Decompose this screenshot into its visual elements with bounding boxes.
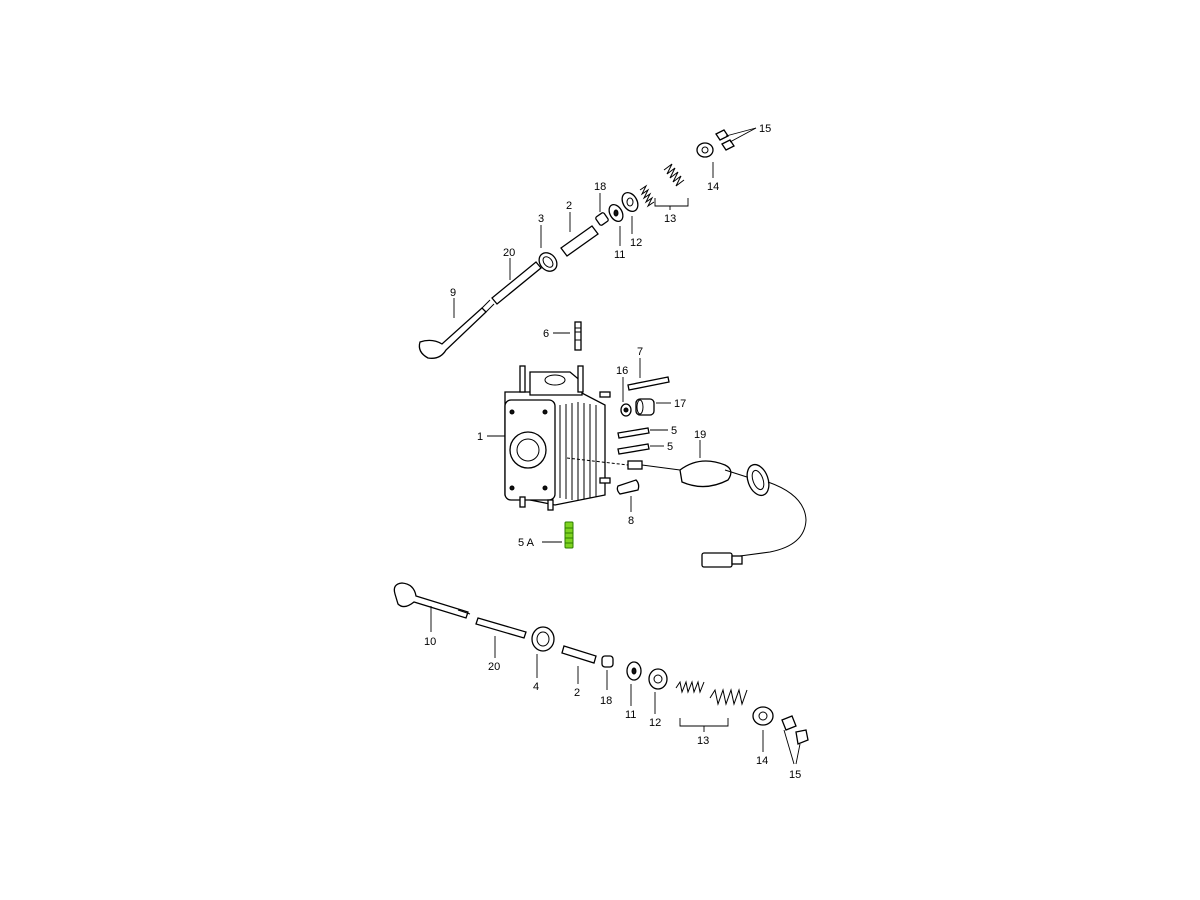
callout-labels: 9 20 3 2 18 11 12 13 14 15 6 1 7 16 17 5… [424,123,801,781]
callout-5A: 5 A [518,537,535,549]
callout-19: 19 [694,429,706,441]
part-retainer-14-bottom[interactable] [752,706,774,726]
callout-2-top: 2 [566,200,572,212]
part-retainer-14-top[interactable] [696,142,714,158]
part-springs-13-top[interactable] [639,163,685,208]
part-springs-13-bottom[interactable] [675,680,748,706]
callout-12-top: 12 [630,237,642,249]
part-stud-6[interactable] [574,321,582,351]
callout-10: 10 [424,636,436,648]
part-guide-2-top[interactable] [560,225,599,257]
callout-20-top: 20 [503,247,515,259]
part-keys-15-bottom[interactable] [781,715,809,745]
callout-18-bottom: 18 [600,695,612,707]
part-stud-5-lower[interactable] [617,443,650,455]
callout-1: 1 [477,431,483,443]
exhaust-valve-assembly-bottom [393,582,809,745]
part-seat-ring-3[interactable] [535,249,560,275]
part-valve-guide-20-bottom[interactable] [475,617,527,639]
part-pin-8[interactable] [616,479,640,495]
callout-4: 4 [533,681,539,693]
callout-15-top: 15 [759,123,771,135]
callout-12-bottom: 12 [649,717,661,729]
leader-lines [430,127,801,765]
part-seal-18-top[interactable] [595,212,609,226]
part-valve-9[interactable] [418,299,495,359]
part-valve-10[interactable] [393,582,471,619]
part-valve-guide-20[interactable] [491,261,542,305]
callout-6: 6 [543,328,549,340]
intake-valve-assembly-top [418,129,735,359]
callout-18-top: 18 [594,181,606,193]
callout-5-upper: 5 [671,425,677,437]
part-cylinder-head-1[interactable] [504,365,611,511]
part-guide-2-bottom[interactable] [561,645,597,664]
callout-14-top: 14 [707,181,719,193]
callout-13-top: 13 [664,213,676,225]
callout-3: 3 [538,213,544,225]
part-seal-18-bottom[interactable] [601,655,614,668]
callout-14-bottom: 14 [756,755,768,767]
callout-8: 8 [628,515,634,527]
callout-16: 16 [616,365,628,377]
part-keys-15-top[interactable] [715,129,735,151]
part-washer-11-top[interactable] [606,202,625,224]
callout-9: 9 [450,287,456,299]
callout-20-bottom: 20 [488,661,500,673]
callout-17: 17 [674,398,686,410]
part-washer-12-bottom[interactable] [648,668,668,690]
part-sleeve-17[interactable] [635,398,655,416]
part-washer-11-bottom[interactable] [626,661,642,681]
callout-2-bottom: 2 [574,687,580,699]
part-washer-12-top[interactable] [619,190,641,214]
callout-11-bottom: 11 [625,709,636,721]
callout-11-top: 11 [614,249,625,261]
part-temperature-sensor-19[interactable] [566,457,807,568]
part-stud-7[interactable] [627,376,670,391]
callout-15-bottom: 15 [789,769,801,781]
callout-5-lower: 5 [667,441,673,453]
part-stud-5A-highlighted[interactable] [564,521,574,549]
callout-13-bottom: 13 [697,735,709,747]
part-stud-5-upper[interactable] [617,427,650,439]
part-seat-ring-4[interactable] [531,626,555,652]
callout-7: 7 [637,346,643,358]
part-nut-16[interactable] [620,403,632,417]
